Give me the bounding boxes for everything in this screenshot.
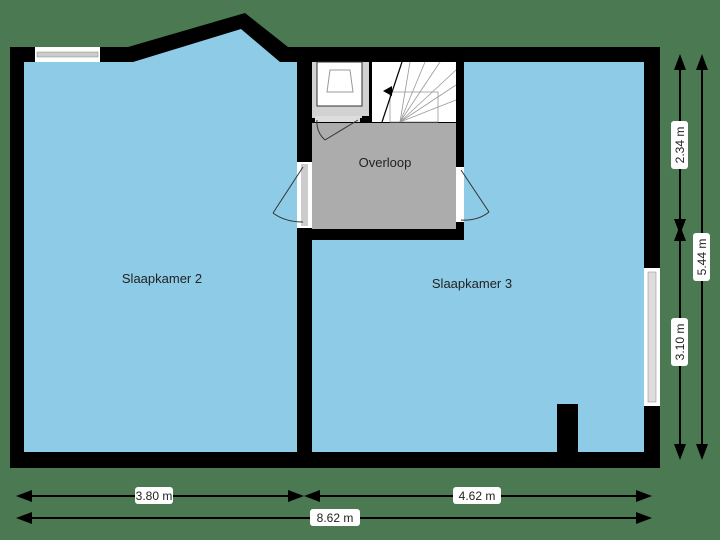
room-label-slaapkamer-2: Slaapkamer 2 — [122, 271, 202, 286]
svg-text:4.62 m: 4.62 m — [459, 489, 496, 503]
door-closet — [315, 116, 360, 141]
window-top-left — [35, 47, 100, 62]
svg-text:2.34 m: 2.34 m — [673, 127, 687, 164]
dim-bottom-total: 8.62 m — [310, 509, 360, 526]
closet — [312, 61, 369, 118]
room-slaapkamer-3 — [312, 62, 644, 452]
dim-bottom-right: 4.62 m — [453, 487, 501, 504]
stair-direction-arrow-icon — [383, 86, 392, 96]
door-slaapkamer-2 — [272, 162, 312, 228]
room-label-overloop: Overloop — [359, 155, 412, 170]
interior-walls — [297, 47, 464, 452]
door-slaapkamer-3 — [456, 167, 490, 222]
svg-text:8.62 m: 8.62 m — [317, 511, 354, 525]
room-slaapkamer-2 — [24, 29, 297, 452]
dim-right-top: 2.34 m — [671, 121, 688, 169]
dim-bottom-left: 3.80 m — [135, 487, 173, 504]
staircase — [372, 61, 457, 123]
dim-right-bottom: 3.10 m — [671, 318, 688, 366]
svg-text:3.10 m: 3.10 m — [673, 324, 687, 361]
svg-text:5.44 m: 5.44 m — [695, 239, 709, 276]
svg-text:3.80 m: 3.80 m — [136, 489, 173, 503]
room-label-slaapkamer-3: Slaapkamer 3 — [432, 276, 512, 291]
dim-right-total: 5.44 m — [693, 233, 710, 281]
room-overloop — [312, 123, 456, 229]
window-right — [644, 268, 660, 406]
